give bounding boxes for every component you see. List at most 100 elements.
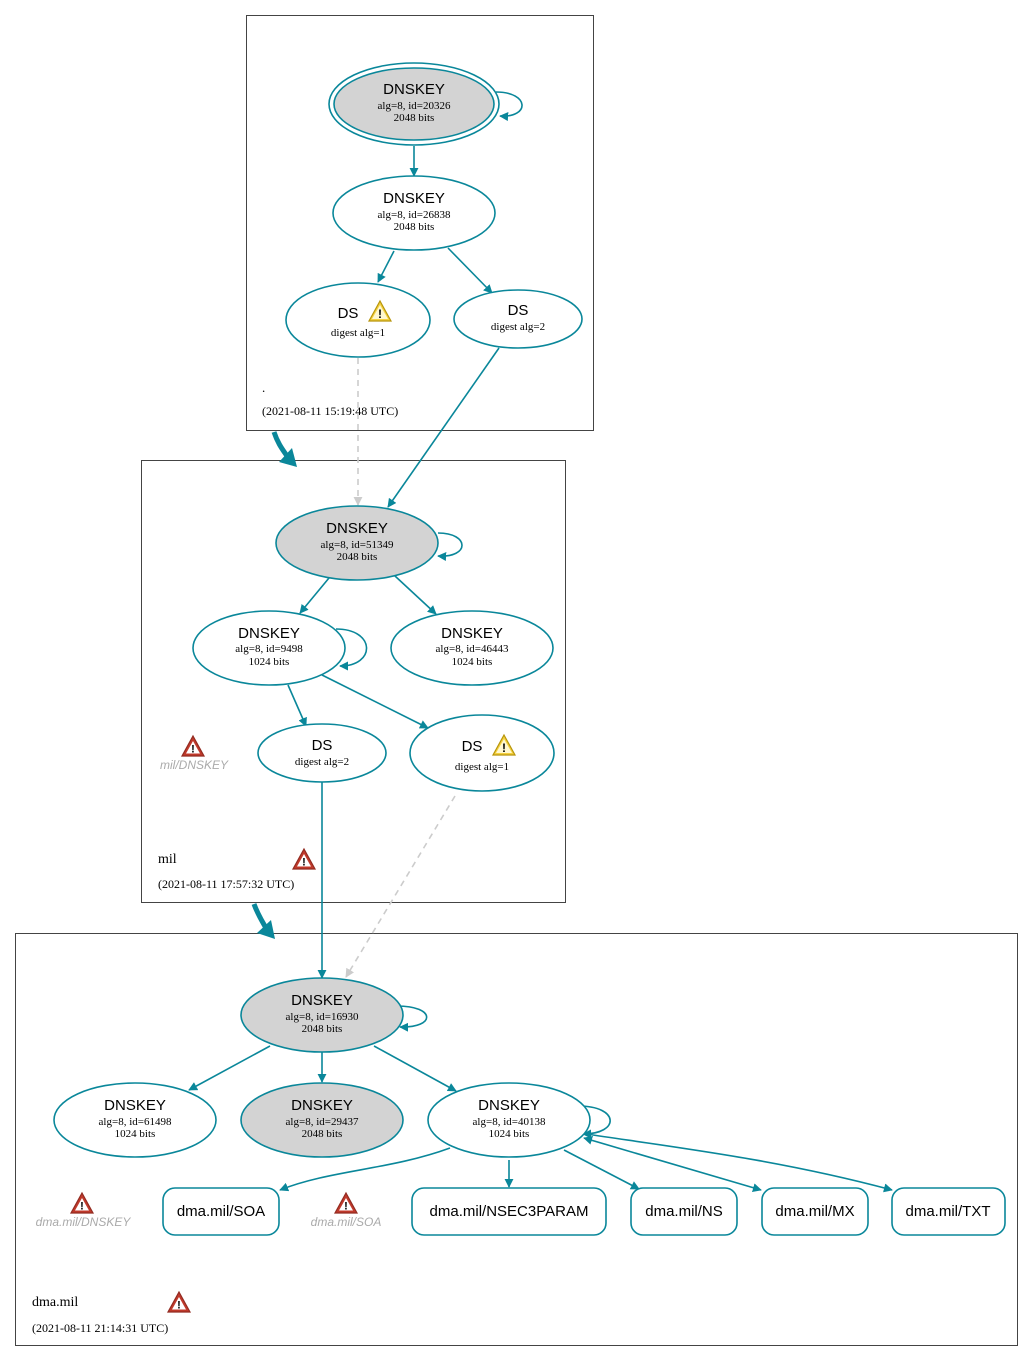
edge-root-ds2-mil-ksk <box>387 347 500 508</box>
zone-dma-name: dma.mil <box>32 1295 78 1310</box>
node-title: DNSKEY <box>291 1097 353 1114</box>
node-title: DNSKEY <box>441 625 503 642</box>
node-title: DS <box>508 302 529 319</box>
error-icon <box>167 1291 191 1313</box>
node-line1: alg=8, id=40138 <box>473 1116 546 1128</box>
error-icon <box>70 1192 94 1214</box>
zone-dma-box <box>15 933 1018 1346</box>
node-root-ksk[interactable]: DNSKEY alg=8, id=20326 2048 bits <box>328 62 500 146</box>
node-mil-ksk[interactable]: DNSKEY alg=8, id=51349 2048 bits <box>275 505 439 581</box>
node-dma-k1[interactable]: DNSKEY alg=8, id=61498 1024 bits <box>53 1082 217 1158</box>
rrset-nsec3param[interactable]: dma.mil/NSEC3PARAM <box>411 1187 607 1236</box>
error-label: dma.mil/SOA <box>311 1215 382 1229</box>
edge-mil-ksk-zsk2 <box>394 575 437 615</box>
node-line1: digest alg=2 <box>491 321 545 333</box>
edge-root-zsk-ds2 <box>447 247 493 294</box>
zone-root-timestamp: (2021-08-11 15:19:48 UTC) <box>262 404 398 418</box>
rrset-label: dma.mil/NSEC3PARAM <box>430 1203 589 1220</box>
node-line2: 1024 bits <box>489 1128 530 1140</box>
error-label: mil/DNSKEY <box>160 758 229 772</box>
node-line1: alg=8, id=9498 <box>235 643 303 655</box>
edge-mil-ksk-zsk1 <box>299 577 330 614</box>
node-line2: 1024 bits <box>452 656 493 668</box>
edge-dma-ksk-self <box>396 1005 428 1032</box>
edge-root-zsk-ds1 <box>377 250 395 283</box>
zone-root-name: . <box>262 380 265 395</box>
node-line2: 2048 bits <box>394 221 435 233</box>
rrset-soa[interactable]: dma.mil/SOA <box>162 1187 280 1236</box>
node-title: DNSKEY <box>326 520 388 537</box>
node-title: DNSKEY <box>238 625 300 642</box>
node-line2: 1024 bits <box>115 1128 156 1140</box>
rrset-mx[interactable]: dma.mil/MX <box>761 1187 869 1236</box>
node-title: DNSKEY <box>104 1097 166 1114</box>
rrset-label: dma.mil/SOA <box>177 1203 265 1220</box>
node-line1: alg=8, id=26838 <box>378 209 451 221</box>
node-line2: 2048 bits <box>394 112 435 124</box>
node-title: DS <box>338 305 359 322</box>
node-line1: digest alg=1 <box>455 761 509 773</box>
error-mil-dnskey[interactable]: mil/DNSKEY <box>160 735 229 772</box>
rrset-label: dma.mil/TXT <box>905 1203 990 1220</box>
edge-mil-zsk1-ds2 <box>287 684 307 727</box>
zone-root-box <box>246 15 594 431</box>
node-line1: alg=8, id=61498 <box>99 1116 172 1128</box>
node-line1: alg=8, id=51349 <box>321 539 394 551</box>
node-mil-ds2[interactable]: DS digest alg=2 <box>257 723 387 783</box>
delegation-arrow-mil-dma <box>251 903 275 939</box>
edge-dma-zsk-ns <box>563 1149 640 1190</box>
edge-mil-zsk1-ds1 <box>321 674 429 729</box>
rrset-txt[interactable]: dma.mil/TXT <box>891 1187 1006 1236</box>
node-line2: 2048 bits <box>302 1128 343 1140</box>
node-line2: 2048 bits <box>302 1023 343 1035</box>
node-root-ds2[interactable]: DS digest alg=2 <box>453 289 583 349</box>
node-line1: alg=8, id=29437 <box>286 1116 359 1128</box>
node-title: DNSKEY <box>478 1097 540 1114</box>
node-dma-zsk[interactable]: DNSKEY alg=8, id=40138 1024 bits <box>427 1082 591 1158</box>
rrset-ns[interactable]: dma.mil/NS <box>630 1187 738 1236</box>
zone-mil-name: mil <box>158 852 177 867</box>
node-mil-zsk1[interactable]: DNSKEY alg=8, id=9498 1024 bits <box>192 610 346 686</box>
node-line1: alg=8, id=20326 <box>378 100 451 112</box>
rrset-label: dma.mil/NS <box>645 1203 723 1220</box>
node-dma-ksk[interactable]: DNSKEY alg=8, id=16930 2048 bits <box>240 977 404 1053</box>
edge-mil-ds1-dma-ksk <box>345 795 456 978</box>
edge-root-ksk-self <box>495 91 523 122</box>
edge-dma-zsk-self <box>577 1105 611 1139</box>
node-line1: alg=8, id=16930 <box>286 1011 359 1023</box>
node-line1: alg=8, id=46443 <box>436 643 509 655</box>
edge-dma-zsk-soa <box>279 1147 451 1192</box>
node-title: DNSKEY <box>291 992 353 1009</box>
rrset-label: dma.mil/MX <box>775 1203 854 1220</box>
zone-mil-box <box>141 460 566 903</box>
zone-mil-timestamp: (2021-08-11 17:57:32 UTC) <box>158 877 294 891</box>
node-line1: digest alg=2 <box>295 756 349 768</box>
node-title: DS <box>462 738 483 755</box>
node-dma-k2[interactable]: DNSKEY alg=8, id=29437 2048 bits <box>240 1082 404 1158</box>
node-mil-ds1[interactable]: DS digest alg=1 <box>409 714 555 792</box>
edge-mil-zsk1-self <box>335 628 368 671</box>
error-dma-dnskey[interactable]: dma.mil/DNSKEY <box>36 1192 132 1229</box>
error-icon <box>181 735 205 757</box>
zone-dma-timestamp: (2021-08-11 21:14:31 UTC) <box>32 1321 168 1335</box>
node-root-ds1[interactable]: DS digest alg=1 <box>285 282 431 358</box>
node-title: DNSKEY <box>383 81 445 98</box>
error-dma-soa[interactable]: dma.mil/SOA <box>311 1192 382 1229</box>
edge-dma-mx-zsk <box>583 1135 762 1193</box>
error-icon <box>334 1192 358 1214</box>
node-line1: digest alg=1 <box>331 327 385 339</box>
node-line2: 2048 bits <box>337 551 378 563</box>
delegation-arrow-root-mil <box>271 431 297 467</box>
node-root-zsk[interactable]: DNSKEY alg=8, id=26838 2048 bits <box>332 175 496 251</box>
error-label: dma.mil/DNSKEY <box>36 1215 132 1229</box>
node-title: DNSKEY <box>383 190 445 207</box>
error-icon <box>292 848 316 870</box>
edge-dma-txt-zsk <box>585 1133 893 1193</box>
edge-dma-ksk-zsk <box>373 1045 457 1092</box>
edge-dma-ksk-k1 <box>188 1045 271 1091</box>
node-line2: 1024 bits <box>249 656 290 668</box>
node-title: DS <box>312 737 333 754</box>
node-mil-zsk2[interactable]: DNSKEY alg=8, id=46443 1024 bits <box>390 610 554 686</box>
edge-mil-ksk-self <box>437 532 463 561</box>
